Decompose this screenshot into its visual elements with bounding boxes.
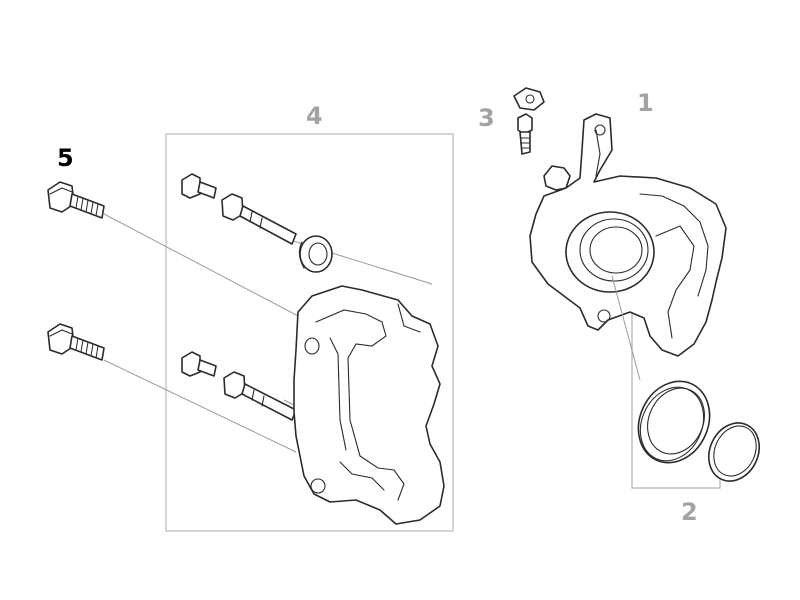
leader-line-upper-bolt	[103, 213, 303, 319]
carrier-bolt-upper	[47, 181, 105, 219]
guide-pin-lower-short	[181, 351, 217, 377]
guide-pin-upper-long	[221, 193, 297, 245]
caliper-body	[529, 113, 727, 357]
leader-line-caliper-to-seal	[611, 275, 641, 381]
carrier-kit-group-box	[165, 133, 454, 532]
bleed-screw	[517, 113, 533, 155]
caliper-carrier-bracket	[293, 285, 445, 525]
dust-boot	[298, 235, 333, 273]
callout-label-2-seal-kit: 2	[681, 498, 698, 526]
leader-line-lower-bolt	[103, 359, 297, 453]
carrier-bolt-lower	[47, 323, 105, 361]
callout-label-3-bleed-screw: 3	[478, 104, 495, 132]
seal-kit-bracket	[631, 300, 721, 489]
callout-label-4-carrier-kit: 4	[306, 102, 323, 130]
piston-seal-ring-small	[708, 422, 760, 482]
callout-label-5-carrier-bolt: 5	[57, 144, 74, 172]
guide-pin-lower-long	[223, 371, 297, 421]
bleed-screw-cap	[513, 87, 545, 111]
piston-seal-ring-large	[637, 380, 711, 464]
guide-pin-upper-short	[181, 173, 217, 199]
callout-label-1-caliper: 1	[637, 89, 654, 117]
